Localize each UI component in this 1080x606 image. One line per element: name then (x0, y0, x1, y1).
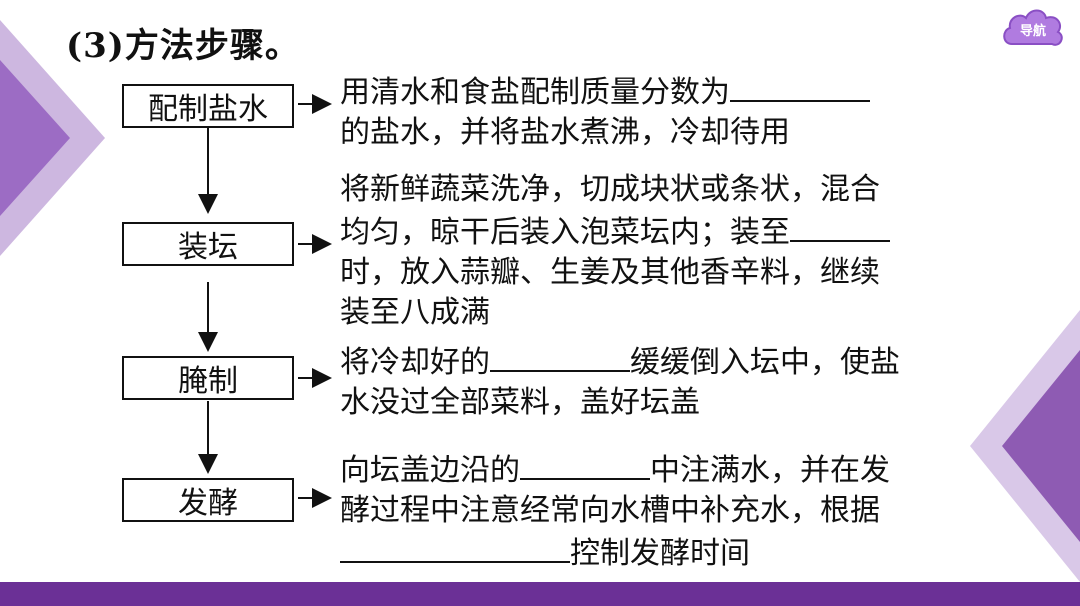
fill-blank (790, 210, 890, 242)
fill-blank (520, 448, 650, 480)
step4-line1a: 向坛盖边沿的 (340, 453, 520, 488)
step-box-fill-jar: 装坛 (122, 222, 294, 266)
nav-button[interactable]: 导航 (1000, 6, 1066, 52)
step4-description: 向坛盖边沿的 中注满水，并在发 酵过程中注意经常向水槽中补充水，根据 控制发酵时间 (340, 448, 890, 574)
step1-line2: 的盐水，并将盐水煮沸，冷却待用 (340, 115, 790, 150)
step4-line1b: 中注满水，并在发 (650, 453, 890, 488)
step1-line1: 用清水和食盐配制质量分数为 (340, 75, 730, 110)
step3-line2: 水没过全部菜料，盖好坛盖 (340, 385, 700, 420)
left-triangle-decoration (0, 20, 105, 256)
step2-line1: 将新鲜蔬菜洗净，切成块状或条状，混合 (340, 172, 880, 207)
fill-blank (340, 531, 570, 563)
step-box-pickle: 腌制 (122, 356, 294, 400)
cloud-icon (1003, 9, 1063, 46)
step4-line3: 控制发酵时间 (570, 536, 750, 571)
step3-line1b: 缓缓倒入坛中，使盐 (630, 345, 900, 380)
page-title: (3)方法步骤。 (66, 26, 300, 66)
step3-description: 将冷却好的 缓缓倒入坛中，使盐 水没过全部菜料，盖好坛盖 (340, 340, 900, 423)
step-box-ferment: 发酵 (122, 478, 294, 522)
fill-blank (730, 70, 870, 102)
step2-line2: 均匀，晾干后装入泡菜坛内；装至 (340, 215, 790, 250)
step2-description: 将新鲜蔬菜洗净，切成块状或条状，混合 均匀，晾干后装入泡菜坛内；装至 时，放入蒜… (340, 170, 890, 333)
fill-blank (490, 340, 630, 372)
step1-description: 用清水和食盐配制质量分数为 的盐水，并将盐水煮沸，冷却待用 (340, 70, 870, 153)
step-box-prepare-brine: 配制盐水 (122, 84, 294, 128)
step4-line2: 酵过程中注意经常向水槽中补充水，根据 (340, 493, 880, 528)
nav-label: 导航 (1019, 23, 1046, 39)
step2-line4: 装至八成满 (340, 295, 490, 330)
step3-line1a: 将冷却好的 (340, 345, 490, 380)
bottom-bar (0, 582, 1080, 606)
right-triangle-decoration (970, 310, 1080, 582)
step2-line3: 时，放入蒜瓣、生姜及其他香辛料，继续 (340, 255, 880, 290)
